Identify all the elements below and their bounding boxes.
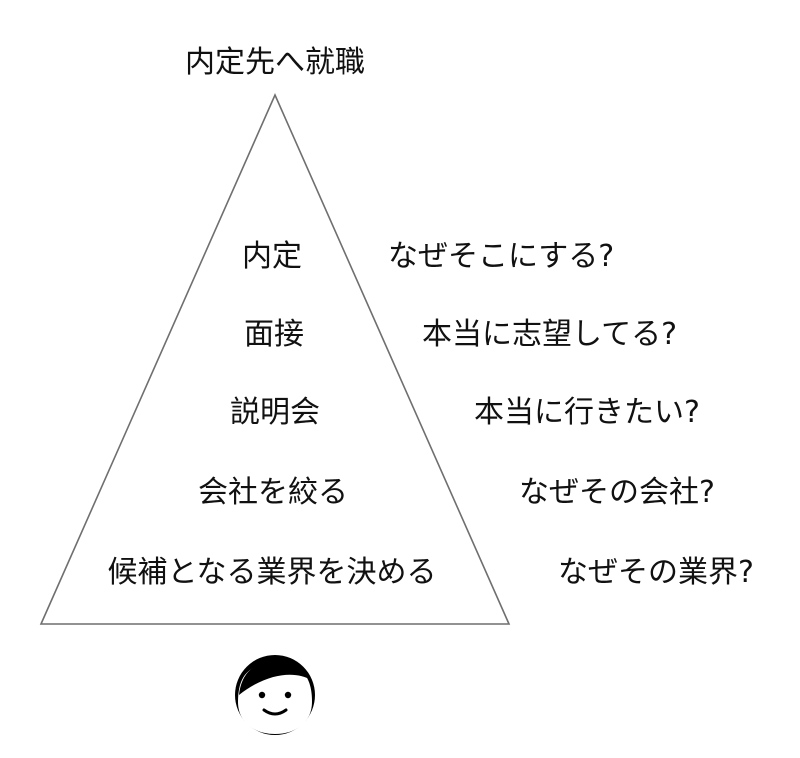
pyramid-triangle [39, 93, 511, 625]
question-label-1: 本当に志望してる? [422, 317, 678, 352]
question-label-3: なぜその会社? [519, 475, 715, 510]
question-label-0: なぜそこにする? [388, 239, 615, 274]
stage-label-mensetsu: 面接 [244, 317, 304, 352]
question-label-2: 本当に行きたい? [474, 395, 700, 430]
question-label-4: なぜその業界? [558, 555, 754, 590]
stage-label-company-narrow: 会社を絞る [198, 475, 348, 510]
goal-label: 内定先へ就職 [185, 45, 365, 80]
person-icon [235, 655, 315, 735]
stage-label-naitei: 内定 [242, 239, 302, 274]
stage-label-industry-choose: 候補となる業界を決める [107, 555, 437, 590]
stage-label-setsumeikai: 説明会 [230, 395, 320, 430]
